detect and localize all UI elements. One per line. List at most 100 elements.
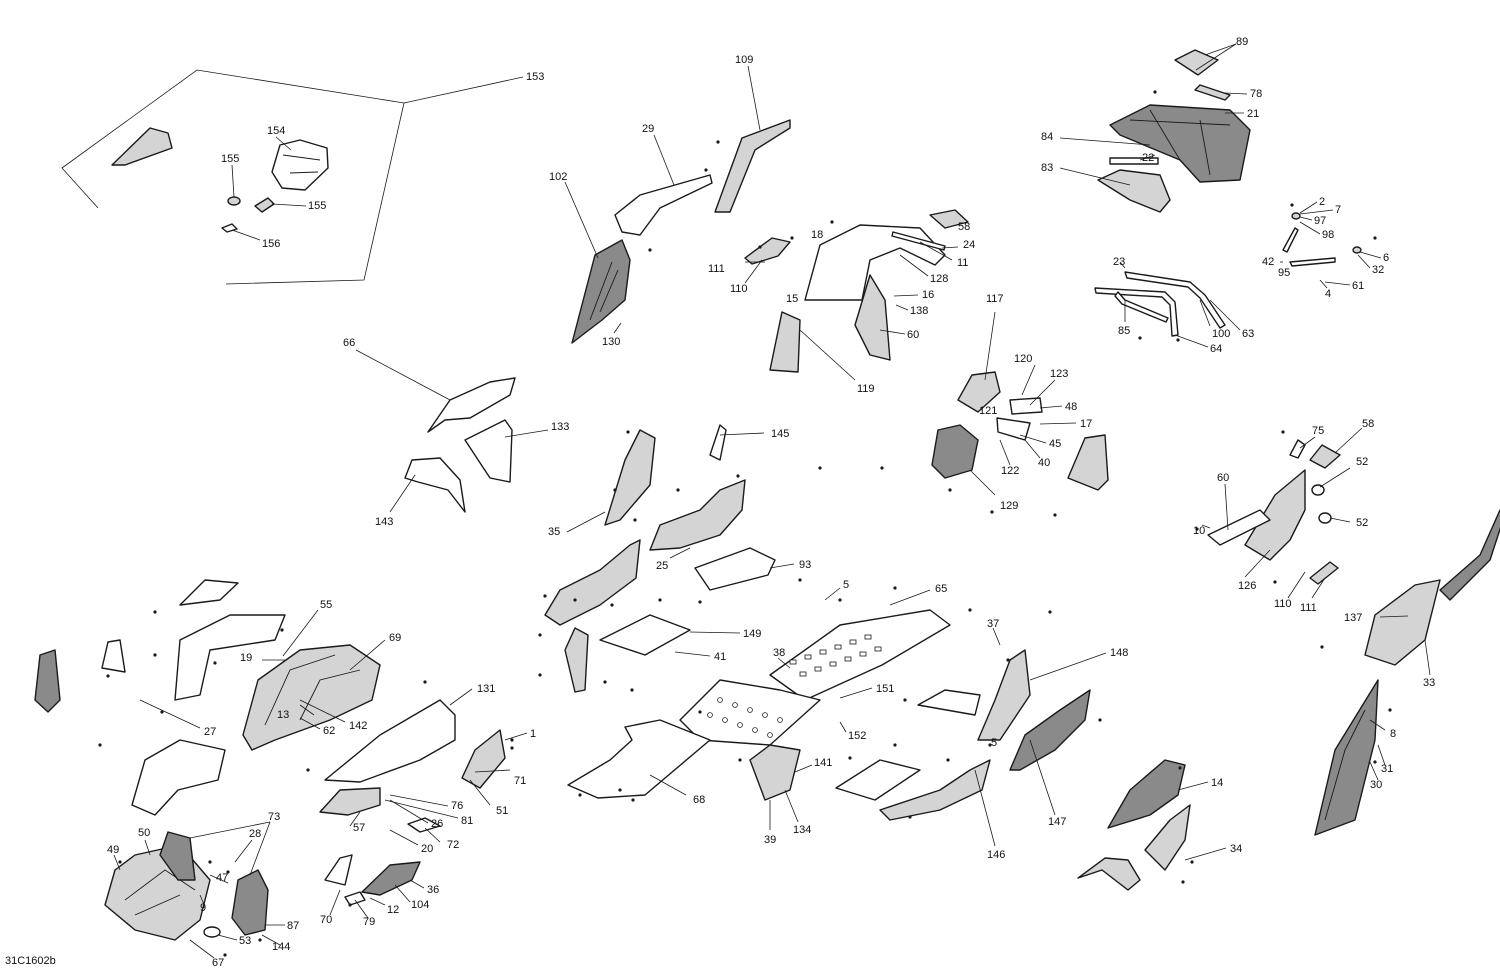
callout-149: 149 <box>743 628 761 640</box>
part-22 <box>1109 157 1159 165</box>
part-143 <box>404 457 466 513</box>
callout-89: 89 <box>1236 36 1248 48</box>
callout-16: 16 <box>922 289 934 301</box>
part-129 <box>931 424 979 479</box>
callout-111: 111 <box>708 263 725 275</box>
part-145 <box>709 424 727 461</box>
callout-21: 21 <box>1247 108 1259 120</box>
callout-64: 64 <box>1210 343 1222 355</box>
part-front-hood <box>174 614 286 701</box>
part-headlight-left <box>34 649 61 713</box>
part-73 <box>231 869 269 936</box>
callout-145: 145 <box>771 428 789 440</box>
callout-85: 85 <box>1118 325 1130 337</box>
callout-1: 1 <box>530 728 536 740</box>
callout-40: 40 <box>1038 457 1050 469</box>
callout-83: 83 <box>1041 162 1053 174</box>
front-fascia-group <box>355 349 549 513</box>
callout-97: 97 <box>1314 215 1326 227</box>
part-lower-flap <box>564 627 589 693</box>
callout-37: 37 <box>987 618 999 630</box>
callout-68: 68 <box>693 794 705 806</box>
callout-117: 117 <box>986 293 1004 305</box>
callout-13: 13 <box>277 709 289 721</box>
wheel-well-center-group <box>744 209 969 381</box>
callout-110: 110 <box>730 283 748 295</box>
part-128 <box>804 224 946 301</box>
part-148-plate <box>917 689 981 716</box>
callout-73: 73 <box>268 811 280 823</box>
callout-29: 29 <box>642 123 654 135</box>
callout-152: 152 <box>848 730 866 742</box>
callout-153: 153 <box>526 71 544 83</box>
part-155a <box>227 196 241 206</box>
document-id: 31C1602b <box>5 955 56 967</box>
fender-left-group <box>564 65 791 344</box>
callout-133: 133 <box>551 421 569 433</box>
callout-155: 155 <box>221 153 239 165</box>
part-154 <box>271 139 329 191</box>
callout-19: 19 <box>240 652 252 664</box>
part-34 <box>1144 804 1191 871</box>
part-48 <box>1009 397 1043 415</box>
part-50 <box>159 831 196 881</box>
callout-143: 143 <box>375 516 393 528</box>
callout-100: 100 <box>1212 328 1230 340</box>
callout-53: 53 <box>239 935 251 947</box>
callout-26: 26 <box>431 818 443 830</box>
callout-110: 110 <box>1274 598 1292 610</box>
part-60 <box>854 274 891 361</box>
part-126 <box>1244 469 1306 561</box>
callout-71: 71 <box>514 775 526 787</box>
part-137 <box>1364 579 1441 666</box>
callout-11: 11 <box>957 257 968 269</box>
door-panels-left-group <box>544 424 795 693</box>
part-plate-lower-right <box>835 759 921 801</box>
callout-49: 49 <box>107 844 119 856</box>
callout-87: 87 <box>287 920 299 932</box>
part-grille <box>131 739 226 816</box>
callout-58: 58 <box>958 221 970 233</box>
part-61 <box>1289 257 1336 267</box>
front-end-group <box>34 579 528 846</box>
part-117 <box>957 371 1001 413</box>
callout-98: 98 <box>1322 229 1334 241</box>
console-group <box>931 311 1109 496</box>
callout-78: 78 <box>1250 88 1262 100</box>
part-104 <box>361 861 421 896</box>
callout-27: 27 <box>204 726 216 738</box>
callout-39: 39 <box>764 834 776 846</box>
callout-75: 75 <box>1312 425 1324 437</box>
rear-rack-group <box>1059 43 1251 213</box>
callout-144: 144 <box>272 941 290 953</box>
callout-141: 141 <box>814 757 832 769</box>
callout-7: 7 <box>1335 204 1341 216</box>
part-131 <box>324 699 456 783</box>
callout-62: 62 <box>323 725 335 737</box>
part-small-bracket <box>101 639 126 673</box>
part-71 <box>461 729 506 789</box>
callout-8: 8 <box>1390 728 1396 740</box>
part-100 <box>1124 271 1226 329</box>
part-6 <box>1352 246 1362 254</box>
callout-12: 12 <box>387 904 399 916</box>
center-plate-holes <box>707 697 783 738</box>
callout-5: 5 <box>991 737 997 749</box>
callout-20: 20 <box>421 843 433 855</box>
floor-plates-group <box>567 587 1001 830</box>
callout-155: 155 <box>308 200 326 212</box>
hardware-right-group <box>1280 201 1382 289</box>
callout-38: 38 <box>773 647 785 659</box>
part-148 <box>977 649 1031 741</box>
callout-31: 31 <box>1381 763 1393 775</box>
callout-34: 34 <box>1230 843 1242 855</box>
callout-9: 9 <box>200 902 206 914</box>
callout-95: 95 <box>1278 267 1290 279</box>
callout-23: 23 <box>1113 256 1125 268</box>
callout-51: 51 <box>496 805 508 817</box>
part-78 <box>1194 84 1231 101</box>
callout-42: 42 <box>1262 256 1274 268</box>
part-58 <box>929 209 969 229</box>
small-panels-group <box>324 854 425 919</box>
part-small-shield <box>1067 434 1109 491</box>
